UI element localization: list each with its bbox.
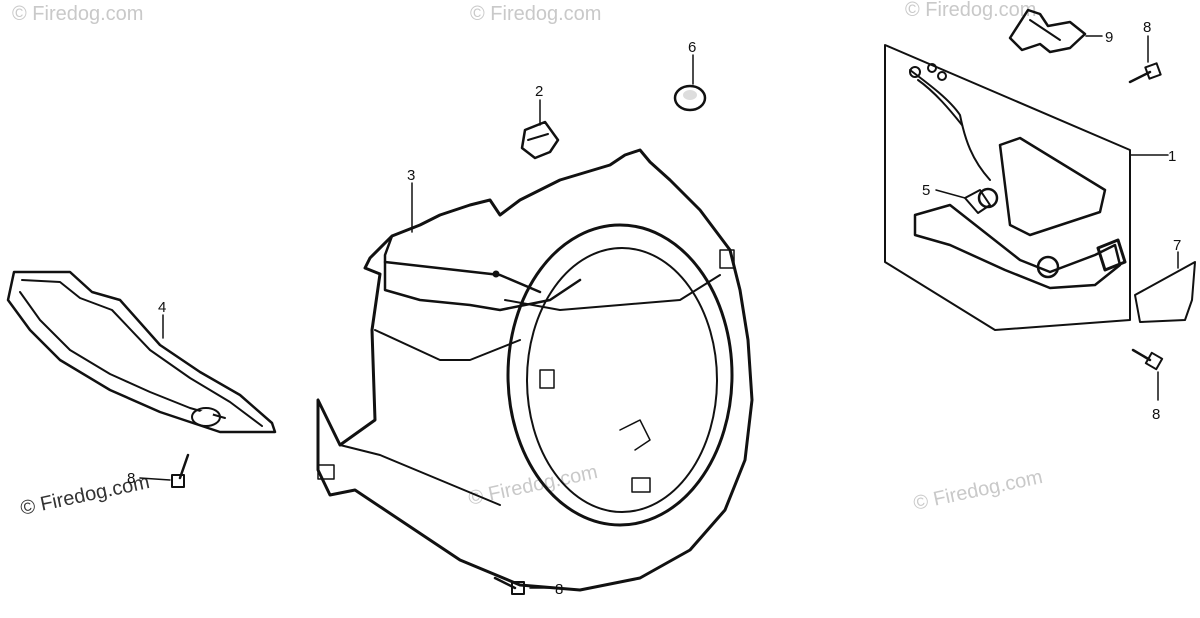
part-5-clamp (964, 189, 991, 214)
callout-2: 2 (535, 83, 543, 100)
callout-8-top-right: 8 (1143, 19, 1151, 36)
callout-1: 1 (1168, 148, 1176, 165)
part-1-control-box (884, 44, 1169, 331)
callout-7: 7 (1173, 237, 1181, 254)
part-3-fan-cover (316, 148, 754, 592)
watermark-top-center: © Firedog.com (470, 3, 601, 25)
callout-8-right: 8 (1152, 406, 1160, 423)
part-2-clip (520, 120, 560, 160)
callout-9: 9 (1105, 29, 1113, 46)
watermark-bottom-right: © Firedog.com (911, 466, 1044, 515)
watermark-top-left: © Firedog.com (12, 3, 143, 25)
watermarks: © Firedog.com © Firedog.com © Firedog.co… (12, 0, 1045, 520)
callout-3: 3 (407, 167, 415, 184)
leader-lines (139, 35, 1179, 589)
part-4-lower-plate (6, 270, 277, 434)
part-8-bolt-bottom (493, 576, 525, 595)
callout-8-bottom-left: 8 (127, 470, 135, 487)
part-8-bolt-right (1131, 348, 1164, 371)
callout-4: 4 (158, 299, 166, 316)
callout-6: 6 (688, 39, 696, 56)
part-9-connector (1008, 8, 1087, 54)
part-6-grommet (673, 84, 707, 112)
callout-8-bottom: 8 (555, 581, 563, 598)
watermark-top-right: © Firedog.com (905, 0, 1036, 21)
part-7-sheet (1134, 261, 1196, 323)
callout-5: 5 (922, 182, 930, 199)
part-8-bolt-top-right (1128, 62, 1162, 84)
part-8-bolt-bottom-left (171, 453, 190, 488)
callout-labels: 1 2 3 4 5 6 7 8 8 8 8 9 (127, 19, 1181, 598)
